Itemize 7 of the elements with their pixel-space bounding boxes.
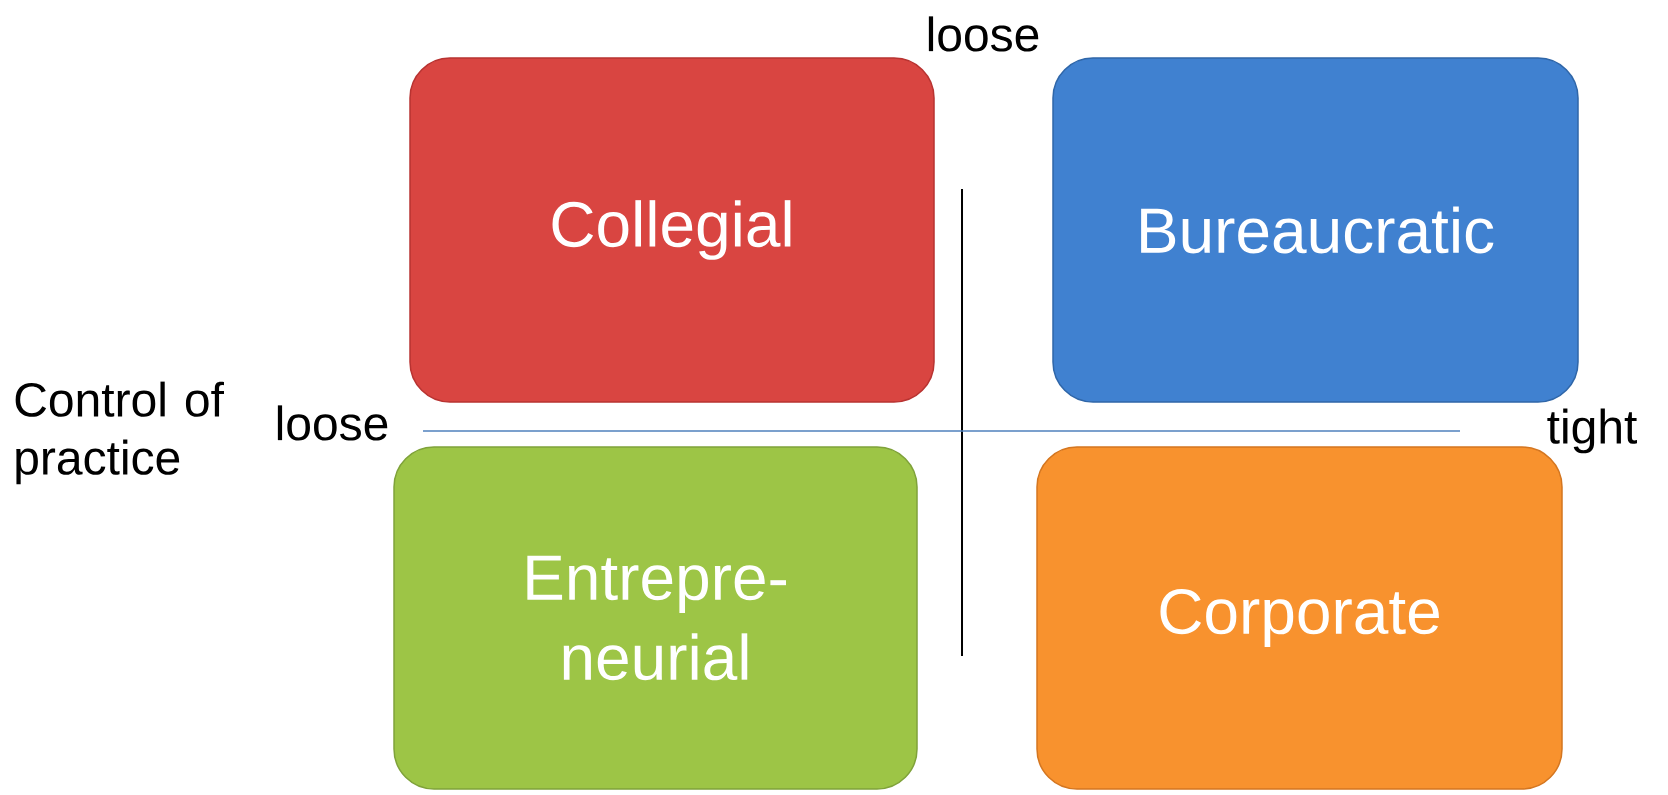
category-box: Collegial [409, 57, 935, 403]
category-box: Bureaucratic [1052, 57, 1579, 403]
category-box: Corporate [1036, 446, 1563, 790]
category-box: Entrepre- neurial [393, 446, 918, 790]
axis-label: loose [928, 16, 1039, 52]
axis-label: Control of practice [15, 381, 224, 485]
axis-label: loose [277, 405, 388, 441]
